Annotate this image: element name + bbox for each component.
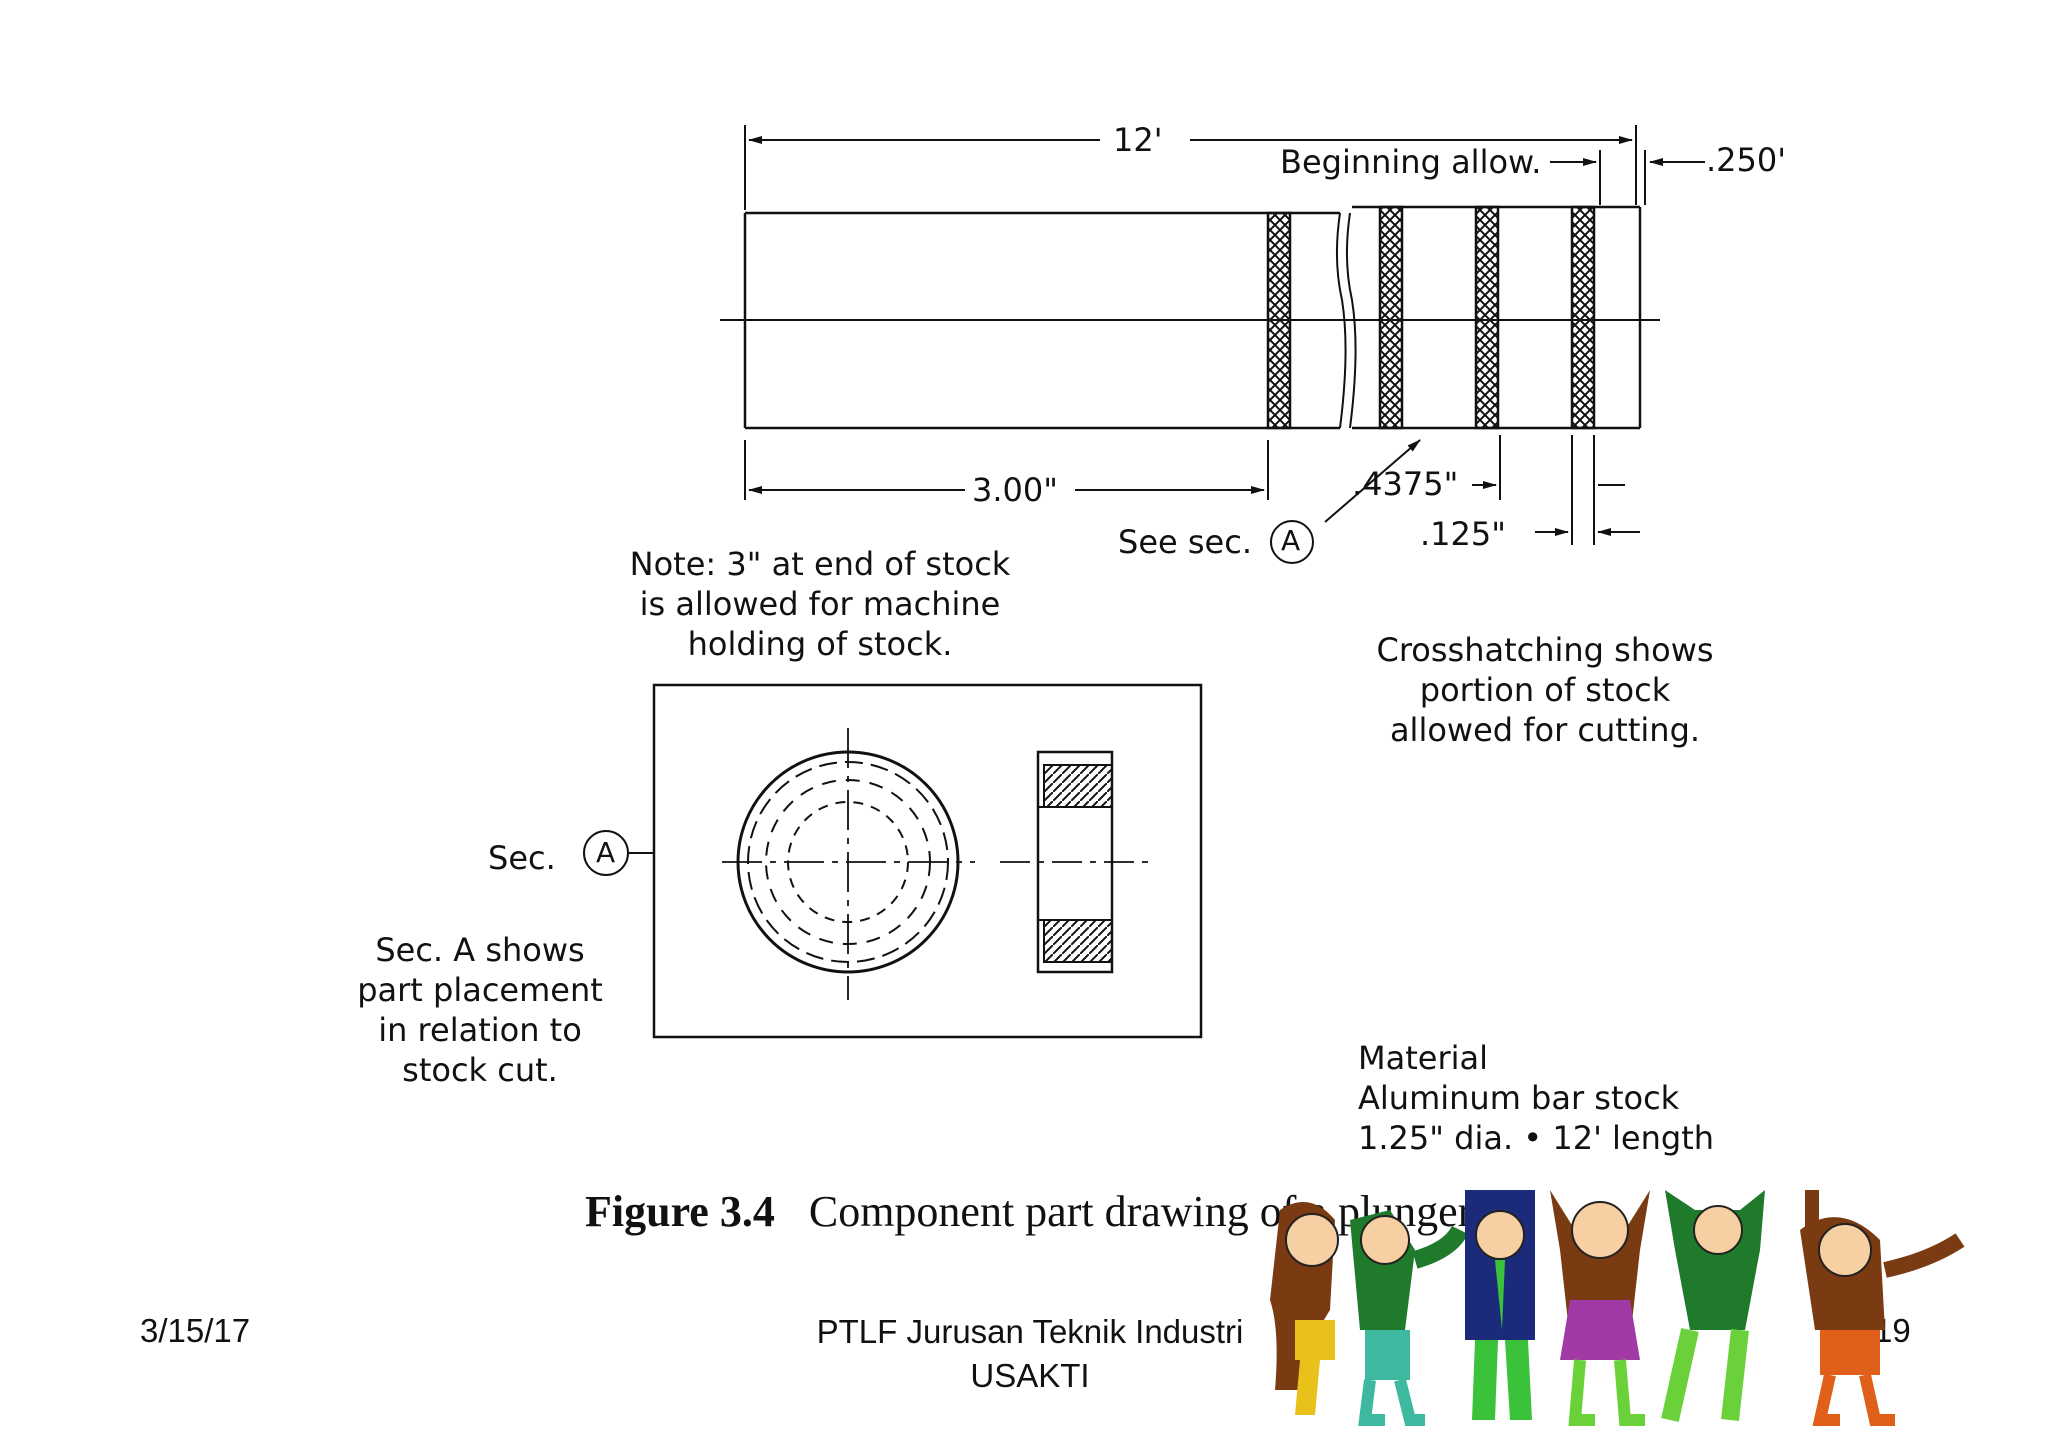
dim-part-label: .4375": [1352, 465, 1459, 503]
cheering-kids-clipart: [1270, 1190, 1965, 1426]
dim-part: [1472, 435, 1501, 500]
end-allow-label: .250': [1706, 141, 1787, 179]
beginning-allow-label: Beginning allow.: [1280, 143, 1542, 181]
see-sec-leader: [1270, 439, 1421, 564]
section-description: Sec. A shows part placement in relation …: [357, 931, 603, 1089]
dim-overall-label: 12': [1113, 121, 1163, 159]
kid-5-figure: [1661, 1190, 1765, 1422]
kid-1-figure: [1270, 1202, 1339, 1415]
dim-end-allow: [1550, 150, 1705, 205]
crosshatch-note: Crosshatching shows portion of stock all…: [1376, 631, 1714, 749]
section-a-view: [583, 683, 1203, 1039]
dim-holding: [744, 440, 1269, 500]
dim-overall: [744, 125, 1637, 210]
dim-cut: [1535, 435, 1640, 545]
section-label: Sec.: [488, 839, 556, 877]
material-note: Material Aluminum bar stock 1.25" dia. •…: [1358, 1039, 1715, 1157]
stock-bar: [743, 205, 1642, 430]
holding-note: Note: 3" at end of stock is allowed for …: [629, 545, 1011, 663]
footer-date: 3/15/17: [140, 1312, 251, 1349]
kid-6-figure: [1800, 1190, 1965, 1426]
figure-number: Figure 3.4: [585, 1187, 775, 1236]
dim-holding-label: 3.00": [972, 471, 1058, 509]
dim-cut-label: .125": [1420, 515, 1506, 553]
kid-3-figure: [1465, 1190, 1535, 1420]
see-sec-mark: A: [1281, 524, 1301, 557]
see-sec-label: See sec.: [1118, 523, 1252, 561]
kid-4-figure: [1550, 1190, 1650, 1426]
footer-org: PTLF Jurusan Teknik Industri USAKTI: [816, 1313, 1244, 1394]
cut-bands: [1266, 205, 1596, 430]
kid-2-figure: [1350, 1210, 1469, 1426]
section-mark: A: [596, 836, 616, 869]
